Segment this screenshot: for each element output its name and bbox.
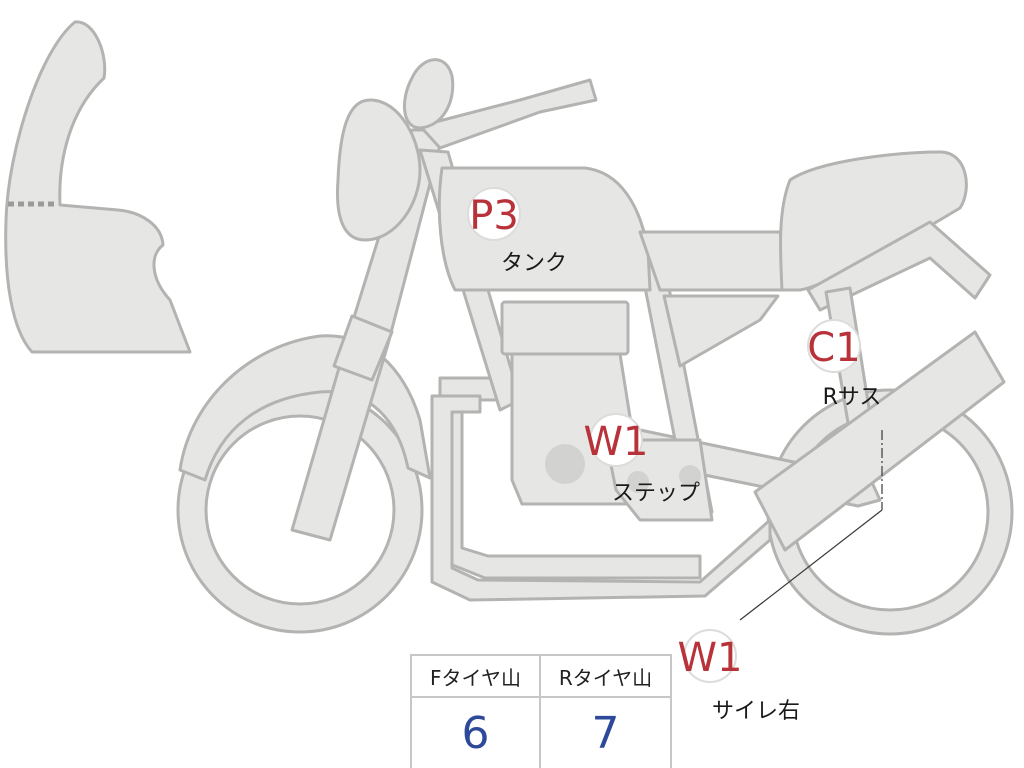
muffler-pointer-line xyxy=(739,509,883,621)
svg-text:W1: W1 xyxy=(678,635,743,681)
marker-step: W1 ステップ xyxy=(584,413,700,506)
muffler xyxy=(753,330,1006,552)
footpeg-rear xyxy=(679,465,701,487)
headlight xyxy=(335,98,422,242)
engine-cover xyxy=(545,444,585,484)
marker-tank: P3 タンク xyxy=(467,187,567,276)
svg-text:C1: C1 xyxy=(807,325,860,371)
fork-upper-sleeve xyxy=(332,314,394,382)
svg-text:Rサス: Rサス xyxy=(823,385,882,410)
mirror xyxy=(402,58,455,130)
rear-fender xyxy=(806,220,992,312)
svg-text:サイレ右: サイレ右 xyxy=(712,699,800,724)
rear-cover xyxy=(662,294,780,368)
footpeg xyxy=(627,471,649,493)
rear-tire-header: Rタイヤ山 xyxy=(541,656,670,698)
front-tire-value: 6 xyxy=(412,698,541,768)
seat xyxy=(778,150,968,292)
front-tire-header: Fタイヤ山 xyxy=(412,656,541,698)
marker-rear-suspension: C1 Rサス xyxy=(807,319,882,410)
fairing xyxy=(4,20,192,354)
rear-tire-value: 7 xyxy=(591,707,620,759)
marker-muffler-right: W1 サイレ右 xyxy=(678,629,800,724)
svg-text:ステップ: ステップ xyxy=(612,481,700,506)
svg-text:タンク: タンク xyxy=(501,251,567,276)
svg-text:P3: P3 xyxy=(469,193,519,239)
engine-head xyxy=(500,300,630,356)
svg-text:W1: W1 xyxy=(584,419,649,465)
handlebar xyxy=(418,78,598,150)
side-cover xyxy=(638,230,792,292)
tire-tread-table: Fタイヤ山 Rタイヤ山 6 7 xyxy=(410,654,672,768)
exhaust-pipe xyxy=(430,394,772,602)
